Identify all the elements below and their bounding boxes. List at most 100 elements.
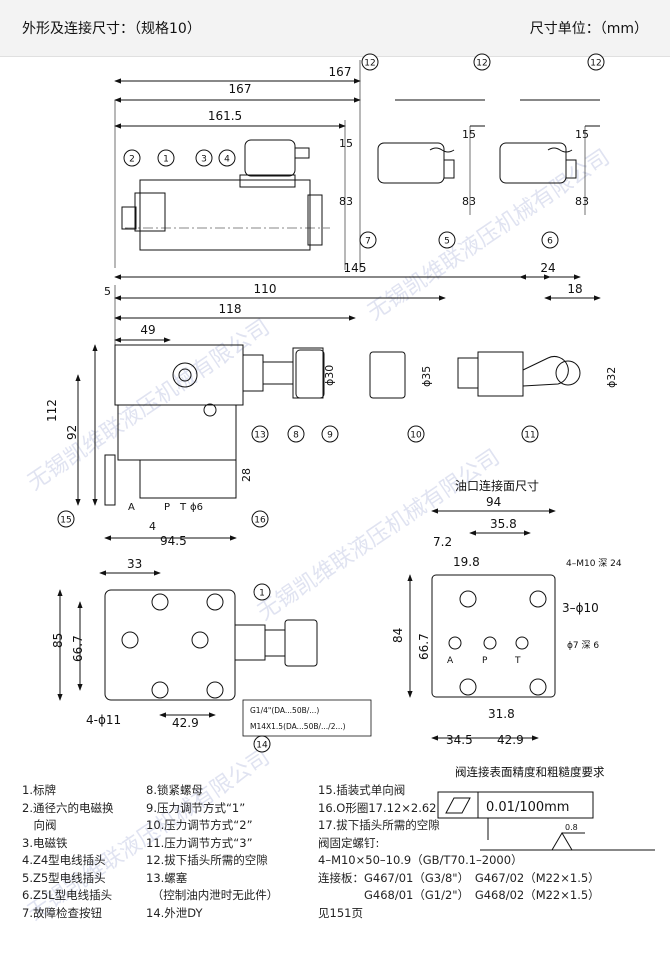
- dim-33: 33: [127, 557, 142, 571]
- dim-phi30: ϕ30: [323, 365, 336, 386]
- dim-phi35: ϕ35: [420, 366, 433, 387]
- surface-requirement: 阀连接表面精度和粗糙度要求 0.01/100mm 0.8: [437, 765, 655, 851]
- note-3-phi10: 3–ϕ10: [562, 601, 599, 615]
- legend-item: 7.故障检查按钮: [22, 905, 102, 920]
- dim-83b: 83: [462, 195, 476, 208]
- legend-item: 3.电磁铁: [22, 835, 68, 850]
- face-port-p: P: [482, 656, 488, 666]
- header-bar: 外形及连接尺寸：（规格10） 尺寸单位：（mm）: [0, 0, 670, 57]
- legend-item: 15.插装式单向阀: [318, 783, 406, 797]
- callout-number: 12: [476, 59, 487, 69]
- legend-item: 8.锁紧螺母: [146, 783, 203, 797]
- dim-31-8: 31.8: [488, 707, 515, 721]
- callout-circle: [407, 425, 425, 443]
- surface-caption: 阀连接表面精度和粗糙度要求: [455, 765, 605, 779]
- legend-item: 1.标牌: [22, 783, 56, 797]
- callout-circle: [587, 53, 605, 71]
- adjuster-type-1: ϕ30: [295, 349, 336, 399]
- dim-24: 24: [540, 261, 555, 275]
- legend-item: 13.螺塞: [146, 870, 188, 885]
- note-4-m10: 4–M10 深 24: [566, 558, 622, 569]
- dim-19-8: 19.8: [453, 555, 480, 569]
- dim-66-7: 66.7: [417, 633, 431, 660]
- dim-161-5: 161.5: [208, 109, 242, 123]
- legend-item: 5.Z5型电线插头: [22, 870, 106, 885]
- dim-7-2: 7.2: [433, 535, 452, 549]
- dim-84: 84: [391, 628, 405, 643]
- callout-circle: [287, 425, 305, 443]
- legend-item: 阀固定螺钉:: [318, 835, 380, 850]
- dim-66-7a: 66.7: [71, 635, 85, 662]
- adjuster-type-2: ϕ35: [369, 351, 433, 399]
- port-mounting-face: 油口连接面尺寸 94 35.8 7.2 19.8 4–M10 深 24 3–ϕ1…: [391, 478, 622, 747]
- dim-85: 85: [51, 633, 65, 648]
- legend-item: 11.压力调节方式“3”: [146, 835, 253, 850]
- legend-item: 17.拔下插头所需的空隙: [318, 818, 440, 832]
- roughness-value: 0.8: [565, 823, 578, 832]
- legend-item: 4.Z4型电线插头: [22, 853, 106, 867]
- callout-number: 12: [590, 59, 601, 69]
- callout-number: 1: [259, 589, 265, 599]
- dim-4-phi11: 4-ϕ11: [86, 713, 121, 727]
- dim-92: 92: [65, 425, 79, 440]
- dim-5: 5: [104, 285, 111, 298]
- dim-94-5: 94.5: [160, 534, 187, 548]
- dim-94: 94: [486, 495, 501, 509]
- dim-42-9a: 42.9: [172, 716, 199, 730]
- legend-col-3: 15.插装式单向阀 16.O形圈17.12×2.62 17.拔下插头所需的空隙阀固定…: [318, 782, 600, 922]
- tolerance-value: 0.01/100mm: [486, 800, 569, 815]
- callout-circle: [361, 53, 379, 71]
- callout-circle: [253, 735, 271, 753]
- callout-number: 1: [163, 155, 169, 165]
- callout-number: 7: [365, 237, 371, 247]
- dim-28: 28: [240, 468, 253, 482]
- callout-circle: [251, 510, 269, 528]
- legend-item: 见151页: [318, 905, 363, 920]
- callout-circle: [251, 425, 269, 443]
- callout-circle: [157, 149, 175, 167]
- callout-number: 14: [256, 741, 268, 751]
- callout-number: 13: [254, 431, 265, 441]
- dim-112: 112: [45, 399, 59, 422]
- dim-83c: 83: [575, 195, 589, 208]
- legend-item: 连接板：G467/01（G3/8"） G467/02（M22×1.5）: [318, 870, 600, 885]
- face-port-t: T: [514, 656, 521, 666]
- page-title: 外形及连接尺寸：（规格10）: [22, 21, 201, 37]
- dim-phi6: ϕ6: [190, 502, 203, 513]
- legend-item: 6.Z5L型电线插头: [22, 888, 113, 902]
- port-note-2: M14X1.5(DA...50B/.../2...): [250, 722, 346, 731]
- legend-item: 16.O形圈17.12×2.62: [318, 800, 437, 815]
- callout-circle: [123, 149, 141, 167]
- dim-167b: 167: [329, 65, 352, 79]
- dim-35-8: 35.8: [490, 517, 517, 531]
- callout-circle: [253, 583, 271, 601]
- dim-167a: 167: [229, 82, 252, 96]
- legend-item: G468/01（G1/2"） G468/02（M22×1.5）: [318, 888, 600, 902]
- dim-phi32: ϕ32: [605, 367, 618, 388]
- plug-variant-6: 15 83: [499, 99, 600, 215]
- callout-circle: [321, 425, 339, 443]
- dim-118: 118: [219, 302, 242, 316]
- callout-circle: [359, 231, 377, 249]
- unit-label: 尺寸单位：（mm）: [529, 21, 648, 37]
- dim-42-9: 42.9: [497, 733, 524, 747]
- legend-item: 10.压力调节方式“2”: [146, 818, 253, 832]
- dim-34-5: 34.5: [446, 733, 473, 747]
- callout-number: 16: [254, 516, 266, 526]
- callout-circle: [195, 149, 213, 167]
- port-face-title: 油口连接面尺寸: [455, 478, 539, 493]
- callout-number: 6: [547, 237, 553, 247]
- callout-number: 15: [60, 516, 71, 526]
- callout-circle: [57, 510, 75, 528]
- dim-15a: 15: [339, 137, 353, 150]
- port-t: T: [179, 502, 187, 513]
- pressure-valve-top-view: 33 85 66.7 4-ϕ11 42.9 G1/4"(DA...50B/...…: [51, 557, 372, 737]
- callout-number: 8: [293, 431, 299, 441]
- legend-item: （控制油内泄时无此件）: [146, 888, 279, 902]
- callout-number: 3: [201, 155, 207, 165]
- legend-item: 14.外泄DY: [146, 905, 203, 920]
